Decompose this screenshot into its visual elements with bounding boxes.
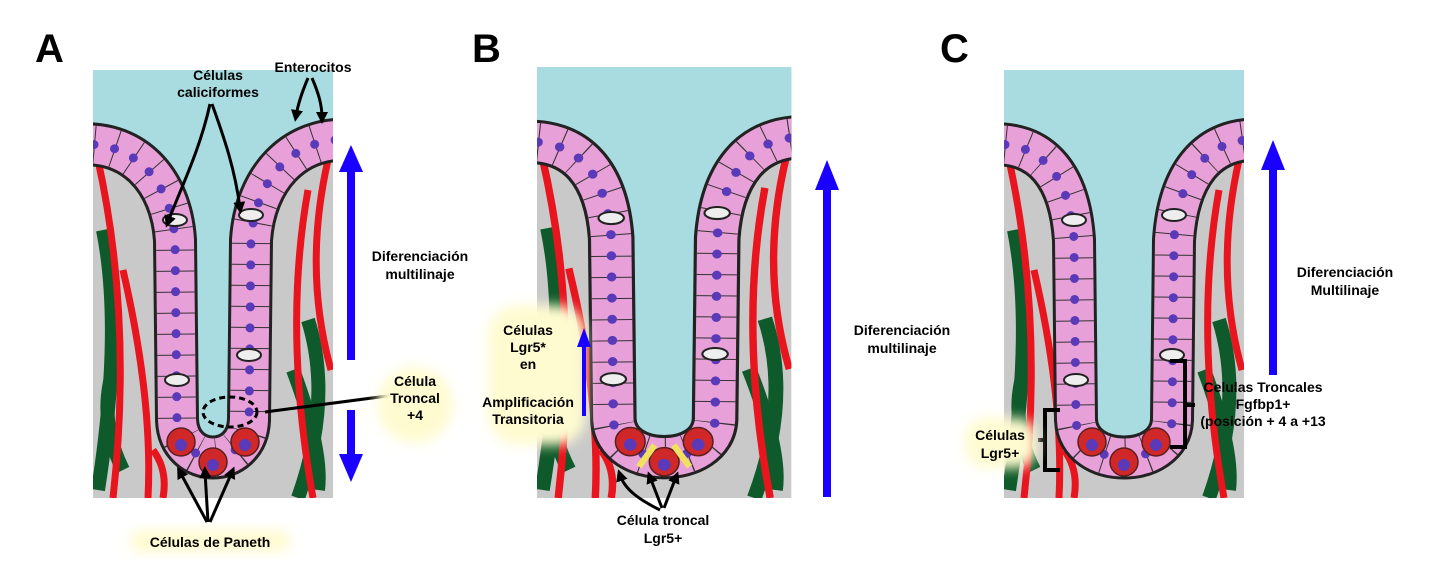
goblet-cell (162, 213, 188, 227)
blood-vessel (94, 159, 124, 498)
blood-vessel (312, 159, 333, 371)
paneth-nucleus (1118, 459, 1130, 471)
goblet-label-line2: caliciformes (177, 84, 259, 100)
differentiation-label-c-line2: Multilinaje (1311, 282, 1380, 298)
paneth-arrow-1 (177, 466, 209, 523)
lgr5-bracket (1038, 408, 1060, 472)
differentiation-label-c-line1: Diferenciación (1297, 264, 1393, 280)
goblet-cell (236, 348, 262, 362)
panel-b-annotations: Células Lgr5* en Amplificación Transitor… (482, 160, 950, 546)
goblet-arrow-right (210, 103, 246, 214)
blood-vessel (1223, 159, 1244, 371)
ta-label-line1: Amplificación (482, 394, 574, 410)
stem-label-line2: Troncal (390, 390, 440, 406)
paneth-nucleus (175, 439, 187, 451)
lgr5-label-line2: Lgr5+ (981, 445, 1020, 461)
paneth-label: Células de Paneth (150, 534, 271, 550)
arrowhead-down-icon (339, 454, 363, 482)
paneth-nucleus (1150, 439, 1162, 451)
paneth-nucleus (239, 439, 251, 451)
label-glow (965, 418, 1037, 468)
goblet-cell (701, 346, 729, 362)
arrowhead-up-icon (339, 145, 363, 172)
paneth-nucleus (207, 459, 219, 471)
differentiation-label-b-line2: multilinaje (867, 340, 936, 356)
panel-letter-c: C (940, 27, 969, 71)
paneth-nucleus (623, 438, 637, 451)
stem-cell-circle (201, 395, 259, 429)
enterocytes-label: Enterocitos (274, 59, 351, 75)
fgfbp-label-line1: Celulas Troncales (1203, 379, 1322, 395)
lgr5-ta-label-line3: en (520, 356, 536, 372)
paneth-nucleus (657, 458, 671, 471)
connective-tissue (93, 228, 119, 492)
label-glow (130, 530, 290, 552)
panel-letter-a: A (35, 27, 64, 71)
connective-tissue (747, 316, 784, 498)
crypt-body (1004, 70, 1244, 498)
blood-vessel (119, 269, 153, 498)
goblet-cell (1061, 213, 1087, 227)
panel-a-annotations: Células caliciformes Enterocitos Diferen… (130, 59, 468, 552)
connective-tissue (1202, 317, 1237, 498)
differentiation-label-a-line1: Diferenciación (372, 248, 468, 264)
arrowhead-up-icon (1261, 140, 1285, 170)
label-glow (377, 367, 453, 443)
blood-vessel (150, 447, 168, 498)
panel-letter-b: B (472, 27, 501, 71)
goblet-cell (164, 373, 190, 387)
differentiation-label-b-line1: Diferenciación (854, 322, 950, 338)
label-glow (488, 305, 586, 445)
goblet-cell (238, 208, 264, 222)
ta-label-line2: Transitoria (492, 411, 564, 427)
arrowhead-up-icon (815, 160, 839, 190)
panel-c-annotations: Diferenciación Multilinaje Celulas Tronc… (965, 140, 1393, 472)
lgr5-stem-cell (671, 443, 693, 469)
lgr5-stem-arrow-3 (662, 471, 680, 509)
blood-vessel (1204, 189, 1228, 498)
goblet-cell (1063, 373, 1089, 387)
goblet-cell (1161, 208, 1187, 222)
stem-label-line3: +4 (407, 407, 423, 423)
stem-label-line1: Célula (394, 373, 436, 389)
crypt-illustration-b (537, 67, 792, 498)
blood-vessel (293, 189, 317, 498)
lgr5-ta-label-line1: Células (503, 322, 553, 338)
goblet-cell (703, 205, 731, 221)
differentiation-label-a-line2: multilinaje (385, 266, 454, 282)
goblet-cell (597, 211, 625, 226)
arrowhead-up-icon (577, 328, 591, 347)
goblet-arrow-left (164, 103, 212, 228)
paneth-nucleus (1086, 439, 1098, 451)
paneth-arrow-2 (199, 466, 212, 523)
enterocyte-arrow-1 (291, 77, 310, 122)
fgfbp-label-line3: (posición + 4 a +13 (1200, 413, 1325, 429)
paneth-arrow-3 (208, 466, 236, 523)
stem-cell-pointer (264, 393, 396, 414)
lgr5-ta-label-line2: Lgr5* (510, 339, 546, 355)
crypt-body (537, 67, 792, 498)
crypt-illustration-c (1004, 70, 1244, 498)
lgr5-stem-cell (636, 443, 658, 469)
lgr5-label-line1: Células (975, 427, 1025, 443)
blood-vessel (769, 156, 792, 371)
crypt-illustration-a (93, 70, 333, 498)
lgr5-stem-label-line1: Célula troncal (617, 512, 710, 528)
fgfbp-label-line2: Fgfbp1+ (1236, 396, 1291, 412)
goblet-label-line1: Células (193, 67, 243, 83)
fgfbp1-bracket (1170, 359, 1195, 449)
lgr5-stem-arrow-1 (616, 469, 661, 512)
goblet-cell (599, 372, 628, 387)
paneth-nucleus (691, 438, 705, 451)
enterocyte-arrow-2 (310, 77, 328, 124)
lgr5-stem-label-line2: Lgr5+ (644, 530, 683, 546)
crypt-body (93, 70, 333, 498)
lgr5-stem-arrow-2 (646, 471, 664, 509)
blood-vessel (749, 187, 774, 498)
